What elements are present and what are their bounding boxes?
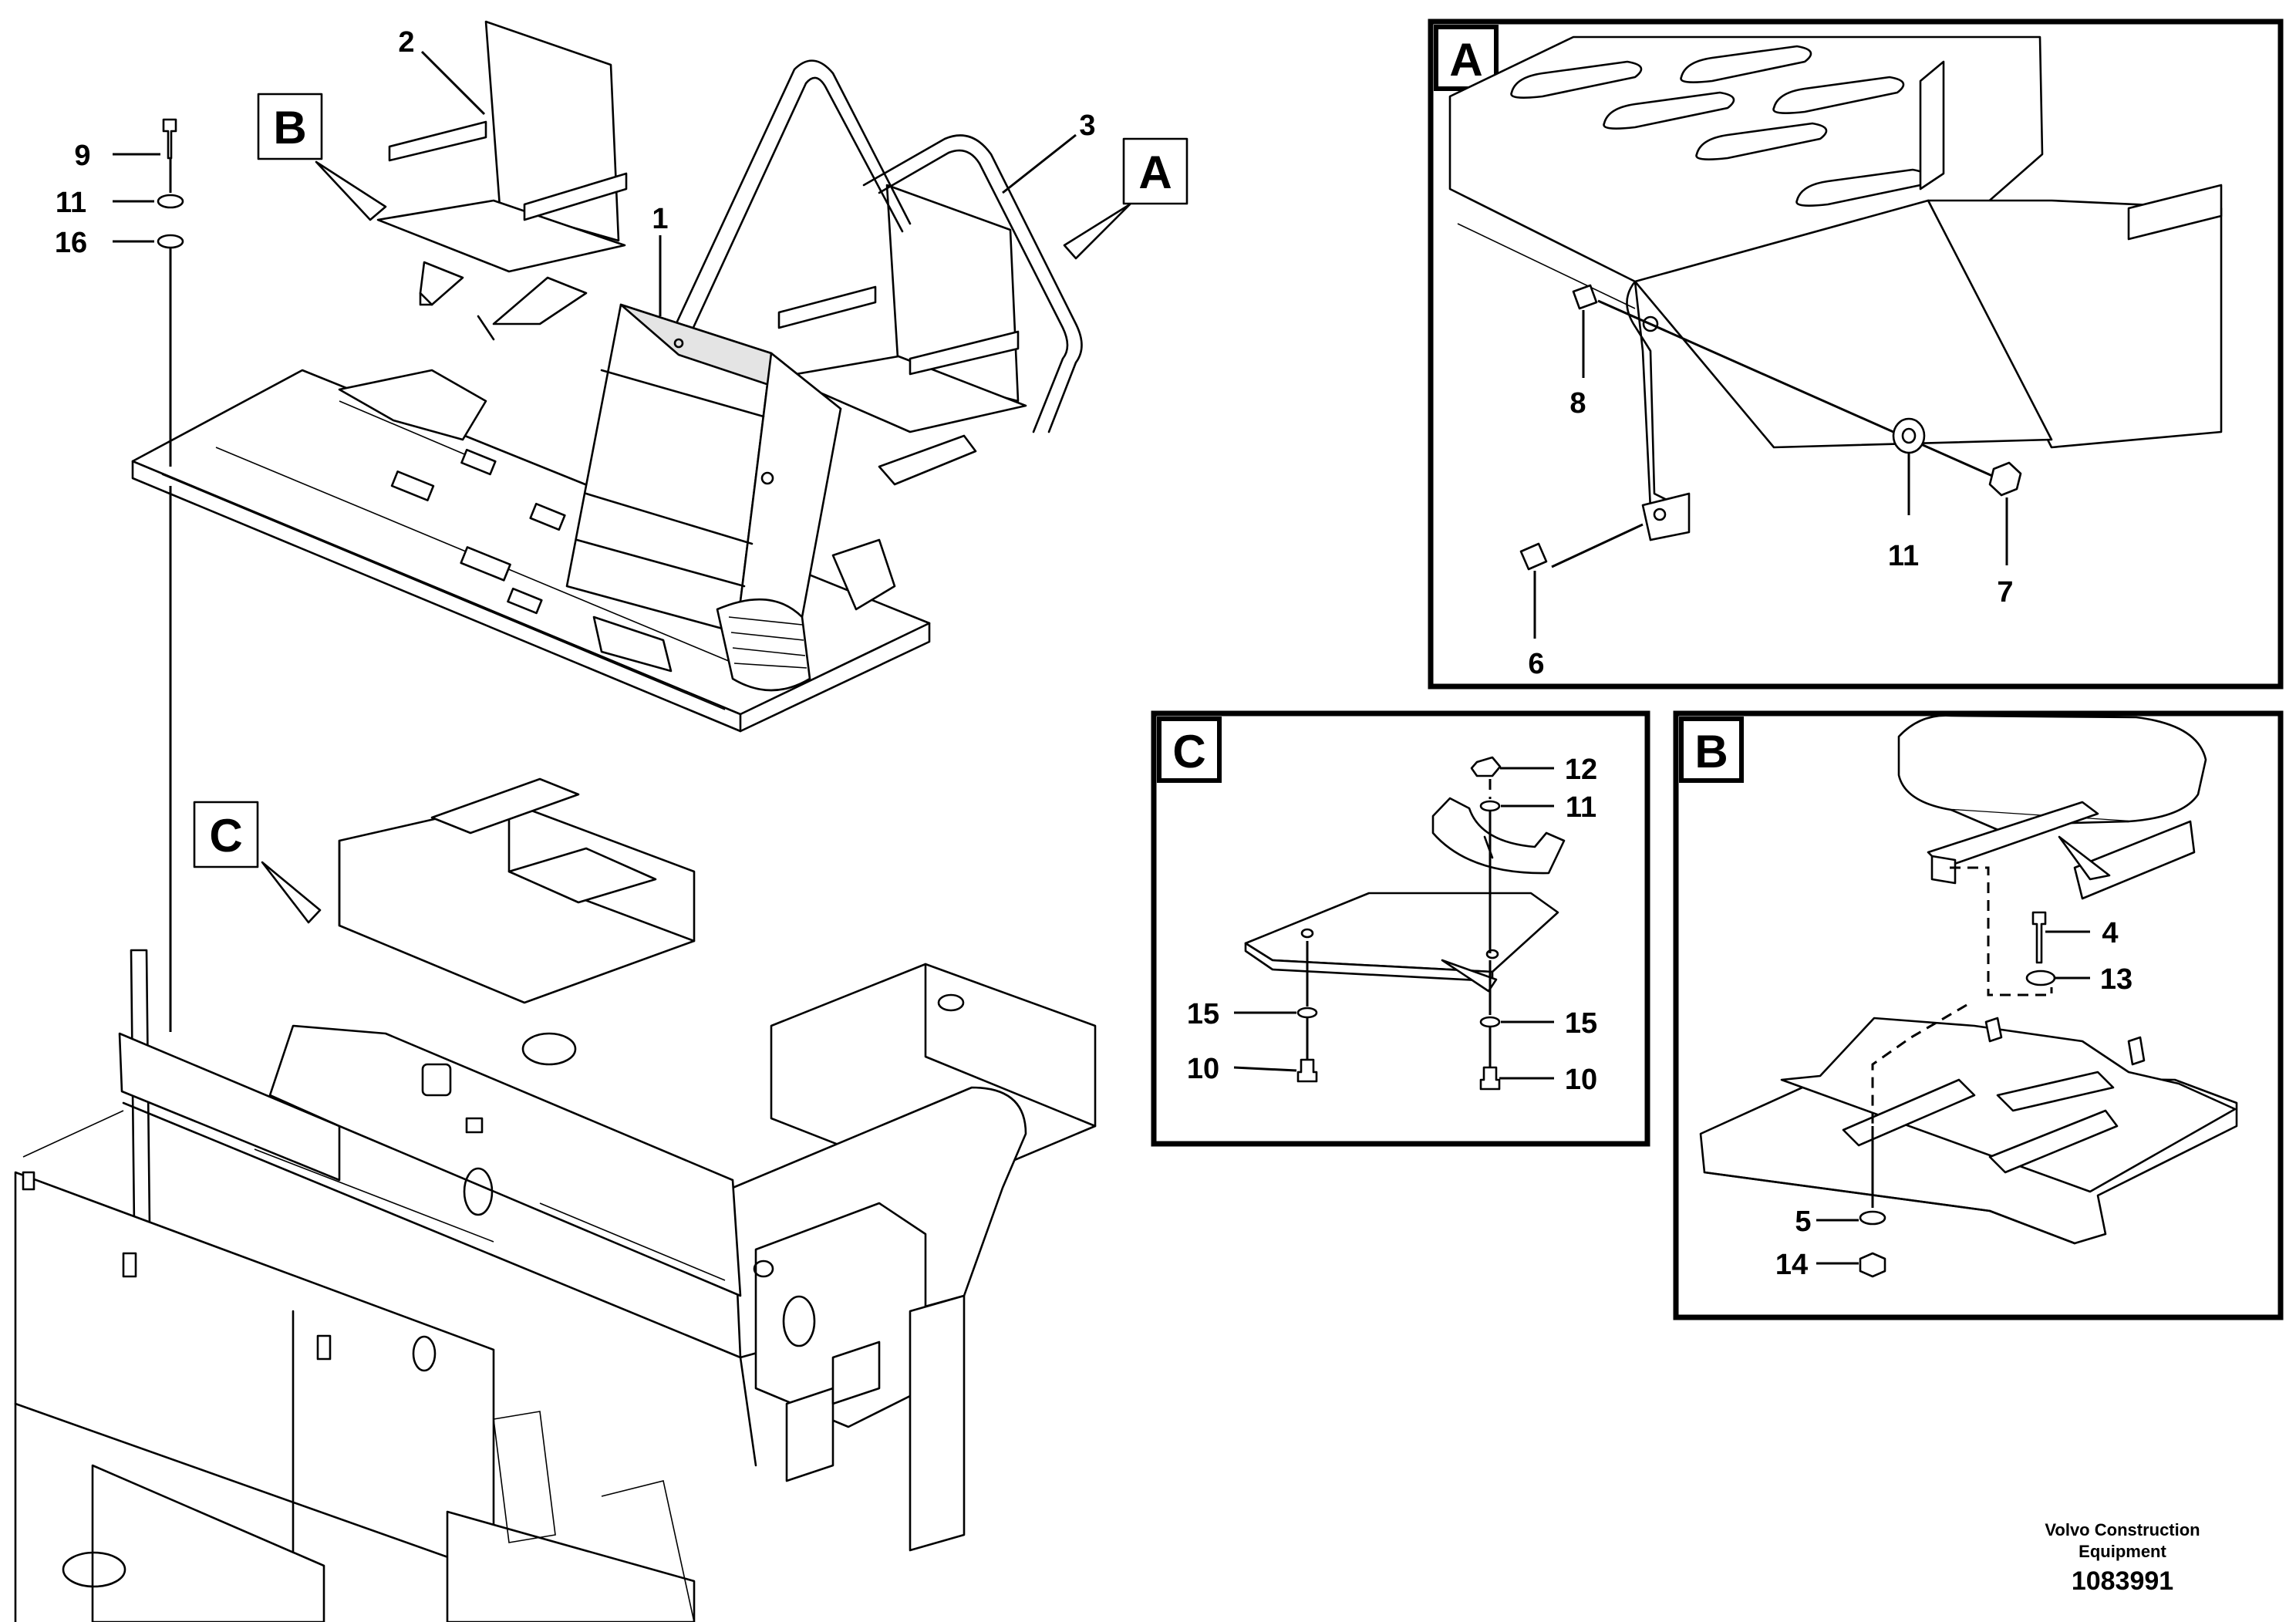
callout-b-5: 5: [1795, 1206, 1811, 1238]
main-hardware-stack: [157, 118, 184, 1032]
callout-a-8: 8: [1569, 387, 1586, 420]
callout-1: 1: [652, 203, 668, 235]
callout-a-11: 11: [1888, 540, 1919, 572]
detail-view-a: A 8 11 7 6: [1428, 19, 2284, 690]
callout-a-6: 6: [1528, 648, 1544, 680]
footer-company-line2: Equipment: [2079, 1542, 2166, 1561]
detail-b-label: B: [1694, 726, 1728, 777]
view-label-box-a-main: [1122, 137, 1188, 205]
footer-drawing-number: 1083991: [2072, 1566, 2173, 1596]
view-label-b-main: B: [273, 102, 306, 153]
callout-c-12: 12: [1565, 754, 1597, 786]
callout-2: 2: [398, 26, 414, 59]
view-label-box-b-main: [257, 93, 323, 160]
operator-seat-right: [777, 184, 1027, 486]
callout-11: 11: [56, 187, 86, 219]
callout-c-15-right: 15: [1565, 1007, 1597, 1040]
seat-guard-rail: [666, 59, 1083, 433]
main-leader-lines: [113, 50, 1131, 924]
callout-c-10-right: 10: [1565, 1064, 1597, 1096]
detail-view-c: C 12 11 15 10 15 10: [1151, 710, 1650, 1147]
detail-c-label: C: [1172, 726, 1205, 777]
control-console: [565, 303, 842, 692]
callout-b-4: 4: [2102, 917, 2118, 949]
machine-main-frame: [14, 777, 1097, 1622]
detail-a-label: A: [1449, 34, 1482, 86]
callout-c-11: 11: [1566, 791, 1596, 824]
callout-c-15-left: 15: [1187, 998, 1219, 1030]
operator-seat-left: [376, 20, 628, 341]
detail-view-b: B 4 13 5 14: [1673, 710, 2284, 1320]
footer-company-line1: Volvo Construction: [2045, 1520, 2200, 1539]
callout-c-10-left: 10: [1187, 1053, 1219, 1085]
callout-16: 16: [55, 227, 87, 259]
callout-b-13: 13: [2100, 963, 2132, 996]
drawing-footer: Volvo Construction Equipment 1083991: [2045, 1520, 2200, 1596]
callout-3: 3: [1079, 110, 1095, 142]
callout-b-14: 14: [1775, 1249, 1808, 1281]
callout-9: 9: [74, 140, 90, 172]
view-label-a-main: A: [1138, 147, 1172, 198]
view-label-box-c-main: [193, 801, 259, 868]
callout-a-7: 7: [1997, 576, 2013, 609]
view-label-c-main: C: [209, 810, 242, 862]
